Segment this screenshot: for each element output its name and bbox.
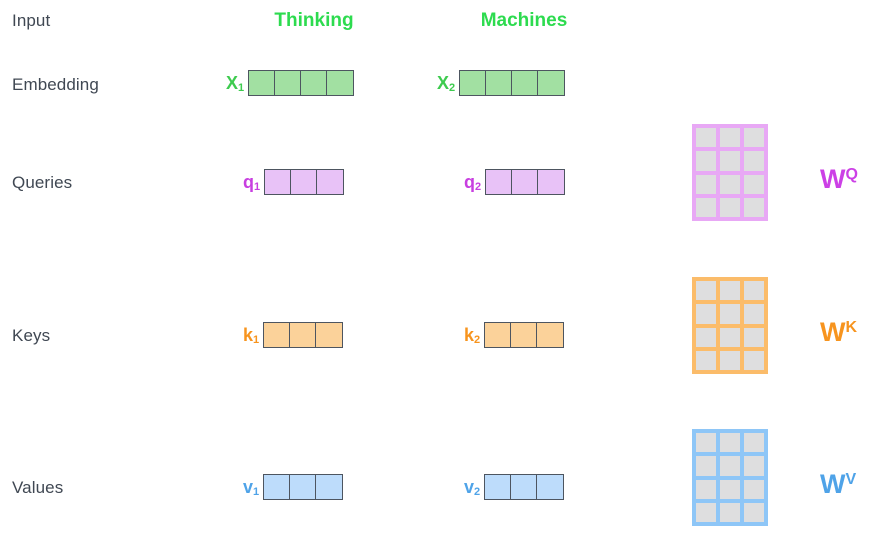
matrix-cell bbox=[720, 197, 740, 217]
vector-cells-x1 bbox=[248, 70, 355, 96]
vector-cell bbox=[538, 71, 565, 95]
matrix-cell bbox=[744, 479, 764, 499]
vector-cell bbox=[511, 323, 538, 347]
token-header-thinking: Thinking bbox=[274, 10, 354, 31]
matrix-cell bbox=[744, 433, 764, 453]
matrix-cell bbox=[744, 197, 764, 217]
weight-matrix-wv bbox=[692, 429, 768, 526]
row-label-embedding: Embedding bbox=[12, 75, 99, 94]
matrix-cell bbox=[720, 479, 740, 499]
vector-label-q1: q1 bbox=[243, 172, 261, 193]
vector-cell bbox=[249, 71, 276, 95]
vector-cell bbox=[264, 475, 291, 499]
vector-v1: v1 bbox=[243, 474, 344, 500]
weight-label-wk: WK bbox=[820, 317, 858, 347]
vector-cells-v2 bbox=[484, 474, 565, 500]
vector-cell bbox=[511, 475, 538, 499]
vector-cell bbox=[317, 170, 344, 194]
matrix-cell bbox=[696, 350, 716, 370]
matrix-cell bbox=[696, 456, 716, 476]
row-label-queries: Queries bbox=[12, 173, 73, 192]
matrix-cell bbox=[744, 350, 764, 370]
matrix-cell bbox=[720, 151, 740, 171]
vector-k2: k2 bbox=[464, 322, 565, 348]
vector-cell bbox=[538, 170, 565, 194]
vector-x2: X2 bbox=[437, 70, 566, 96]
matrix-cell bbox=[696, 433, 716, 453]
vector-cell bbox=[316, 475, 343, 499]
matrix-cell bbox=[744, 128, 764, 148]
matrix-cell bbox=[720, 304, 740, 324]
weight-label-wv: WV bbox=[820, 469, 857, 499]
vector-cells-q2 bbox=[485, 169, 566, 195]
vector-cell bbox=[291, 170, 318, 194]
row-label-input: Input bbox=[12, 11, 51, 30]
vector-cell bbox=[512, 71, 539, 95]
row-label-keys: Keys bbox=[12, 326, 51, 345]
vector-cell bbox=[537, 323, 564, 347]
vector-cell bbox=[265, 170, 292, 194]
matrix-cell bbox=[720, 128, 740, 148]
token-header-machines: Machines bbox=[480, 10, 568, 31]
vector-label-k1: k1 bbox=[243, 325, 260, 346]
matrix-cell bbox=[696, 502, 716, 522]
vector-q2: q2 bbox=[464, 169, 566, 195]
matrix-cell bbox=[696, 281, 716, 301]
vector-cell bbox=[264, 323, 291, 347]
vector-cell bbox=[486, 71, 513, 95]
matrix-cell bbox=[744, 304, 764, 324]
weight-matrix-wq bbox=[692, 124, 768, 221]
vector-label-x2: X2 bbox=[437, 73, 456, 94]
vector-v2: v2 bbox=[464, 474, 565, 500]
vector-cell bbox=[460, 71, 487, 95]
vector-cell bbox=[485, 475, 512, 499]
vector-cell bbox=[275, 71, 302, 95]
matrix-cell bbox=[744, 151, 764, 171]
matrix-cell bbox=[720, 174, 740, 194]
vector-cell bbox=[290, 323, 317, 347]
vector-cell bbox=[316, 323, 343, 347]
matrix-cell bbox=[696, 128, 716, 148]
matrix-cell bbox=[720, 281, 740, 301]
vector-cells-k2 bbox=[484, 322, 565, 348]
vector-cells-v1 bbox=[263, 474, 344, 500]
matrix-cell bbox=[744, 327, 764, 347]
matrix-cell bbox=[720, 433, 740, 453]
vector-label-k2: k2 bbox=[464, 325, 481, 346]
vector-label-x1: X1 bbox=[226, 73, 245, 94]
matrix-cell bbox=[720, 502, 740, 522]
matrix-cell bbox=[720, 456, 740, 476]
vector-cell bbox=[485, 323, 512, 347]
matrix-cell bbox=[696, 479, 716, 499]
vector-label-v1: v1 bbox=[243, 477, 260, 498]
matrix-cell bbox=[696, 197, 716, 217]
vector-cells-q1 bbox=[264, 169, 345, 195]
vector-cell bbox=[327, 71, 354, 95]
vector-k1: k1 bbox=[243, 322, 344, 348]
vector-cells-k1 bbox=[263, 322, 344, 348]
vector-cell bbox=[512, 170, 539, 194]
vector-label-q2: q2 bbox=[464, 172, 482, 193]
vector-cell bbox=[301, 71, 328, 95]
matrix-cell bbox=[744, 281, 764, 301]
vector-cell bbox=[486, 170, 513, 194]
vector-cell bbox=[290, 475, 317, 499]
matrix-cell bbox=[720, 327, 740, 347]
matrix-cell bbox=[696, 174, 716, 194]
matrix-cell bbox=[696, 304, 716, 324]
vector-q1: q1 bbox=[243, 169, 345, 195]
matrix-cell bbox=[696, 327, 716, 347]
vector-label-v2: v2 bbox=[464, 477, 481, 498]
weight-matrix-wk bbox=[692, 277, 768, 374]
weight-label-wq: WQ bbox=[820, 164, 858, 194]
row-label-values: Values bbox=[12, 478, 64, 497]
matrix-cell bbox=[696, 151, 716, 171]
vector-cells-x2 bbox=[459, 70, 566, 96]
matrix-cell bbox=[744, 502, 764, 522]
matrix-cell bbox=[720, 350, 740, 370]
matrix-cell bbox=[744, 174, 764, 194]
vector-cell bbox=[537, 475, 564, 499]
matrix-cell bbox=[744, 456, 764, 476]
vector-x1: X1 bbox=[226, 70, 355, 96]
